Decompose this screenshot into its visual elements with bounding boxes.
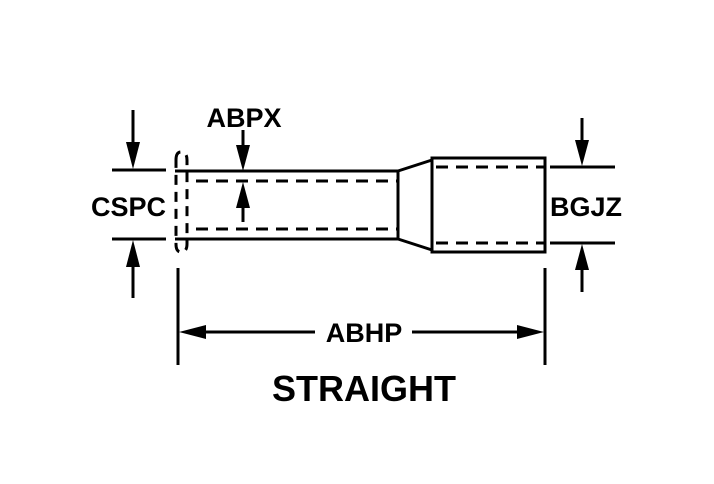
bore-diameter-dimension xyxy=(236,130,250,222)
flange-diameter-dimension xyxy=(112,110,166,298)
flange-diameter-label: CSPC xyxy=(91,192,166,222)
sleeve-body xyxy=(430,156,547,254)
tube-body xyxy=(175,169,400,241)
overall-length-label: ABHP xyxy=(326,318,403,348)
bore-diameter-label: ABPX xyxy=(206,103,281,133)
flange-outline xyxy=(174,150,189,254)
cone-transition xyxy=(397,158,433,252)
diagram-title: STRAIGHT xyxy=(272,368,456,409)
sleeve-diameter-dimension xyxy=(550,118,615,292)
overall-length-dimension xyxy=(176,268,547,365)
sleeve-diameter-label: BGJZ xyxy=(550,192,622,222)
